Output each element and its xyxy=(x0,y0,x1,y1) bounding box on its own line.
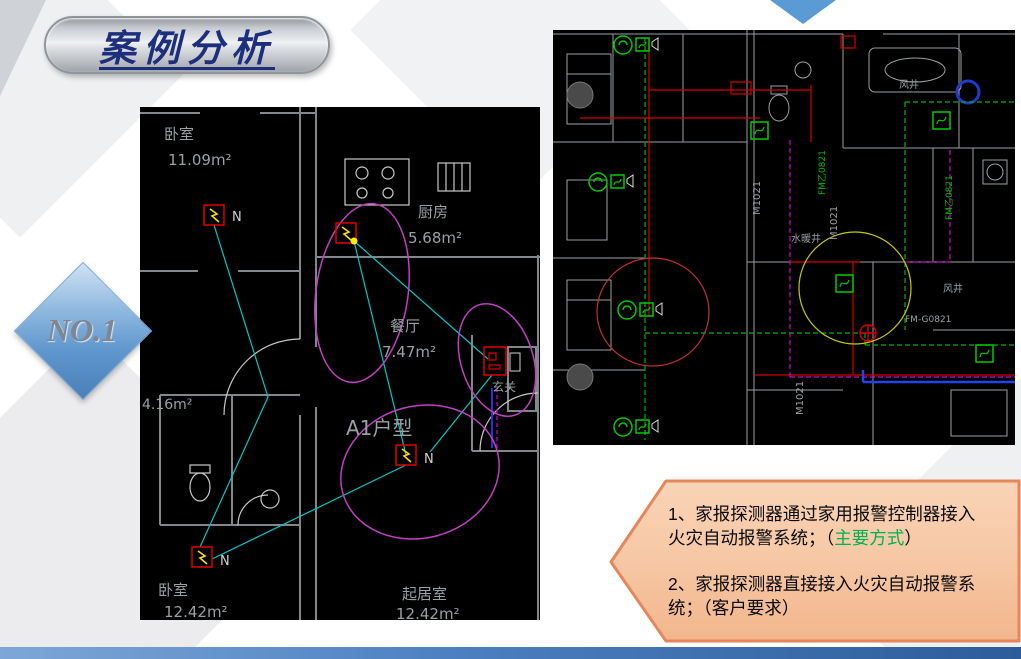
highlight-main-method: 主要方式 xyxy=(834,528,905,549)
fixtures xyxy=(566,47,1008,437)
door-tag: M1021 xyxy=(752,181,763,215)
room-area-bedroom1: 11.09m² xyxy=(168,151,232,169)
walls xyxy=(140,107,540,620)
room-label-dining: 餐厅 xyxy=(390,317,420,335)
room-area-dining: 7.47m² xyxy=(382,343,436,361)
green-circuit-lines xyxy=(644,38,1015,440)
unit-type-label: A1户型 xyxy=(346,416,412,440)
detector-tag: N xyxy=(424,452,434,467)
detector-tag: N xyxy=(220,554,230,569)
room-area-kitchen: 5.68m² xyxy=(408,229,462,247)
callout-item-1-text: 1、家报探测器通过家用报警控制器接入火灾自动报警系统；（ xyxy=(668,504,976,549)
red-highlight-circle xyxy=(596,257,710,367)
room-area-bedroom2: 12.42m² xyxy=(164,603,228,620)
callout-item-2: 2、家报探测器直接接入火灾自动报警系统；（客户要求） xyxy=(668,574,976,619)
right-floorplan-drawing: 风井 风井 水暖井 M1021 M1021 M1021 FM乙0821 FM乙0… xyxy=(553,30,1015,445)
room-label-bedroom1: 卧室 xyxy=(164,125,194,143)
valve-symbol xyxy=(859,324,877,342)
fixtures xyxy=(189,158,539,526)
fire-door-tag: FM-G0821 xyxy=(905,315,951,325)
fire-door-tag: FM乙0821 xyxy=(944,175,955,220)
page-title: 案例分析 xyxy=(99,29,275,70)
fire-door-tag: FM乙0821 xyxy=(817,150,828,195)
blue-circuit-lines xyxy=(861,370,1015,384)
zone-ellipses xyxy=(314,202,537,540)
wiring-lines xyxy=(199,224,493,560)
callout-text: 1、家报探测器通过家用报警控制器接入火灾自动报警系统；（主要方式） 2、家报探测… xyxy=(668,502,990,621)
red-circuit-lines xyxy=(580,35,1015,376)
left-floorplan-drawing: N N N 卧室 11.09m² 厨房 5.68m² 餐厅 7.47m² A1户… xyxy=(140,107,540,620)
magenta-circuit-lines xyxy=(789,140,1015,378)
diamond-label: NO.1 xyxy=(46,311,118,348)
number-diamond: NO.1 xyxy=(13,261,153,401)
bottom-bar xyxy=(0,647,1021,659)
room-label-entry: 玄关 xyxy=(492,379,516,394)
room-label-bedroom2: 卧室 xyxy=(158,581,188,599)
room-area-bath: 4.16m² xyxy=(142,397,192,413)
left-floorplan: N N N 卧室 11.09m² 厨房 5.68m² 餐厅 7.47m² A1户… xyxy=(140,107,540,620)
alarm-detector-group xyxy=(588,35,663,437)
detector-tag: N xyxy=(232,210,242,225)
right-floorplan: 风井 风井 水暖井 M1021 M1021 M1021 FM乙0821 FM乙0… xyxy=(553,30,1015,445)
callout-shape xyxy=(609,479,1021,643)
columns xyxy=(566,81,594,391)
door-tag: M1021 xyxy=(795,381,806,415)
drain-symbol xyxy=(955,79,981,105)
control-device xyxy=(483,346,521,376)
title-badge: 案例分析 xyxy=(44,16,330,74)
alarm-module xyxy=(750,111,994,363)
callout-item-1: 1、家报探测器通过家用报警控制器接入火灾自动报警系统；（主要方式） xyxy=(668,502,990,550)
callout-box: 1、家报探测器通过家用报警控制器接入火灾自动报警系统；（主要方式） 2、家报探测… xyxy=(608,478,1021,644)
yellow-highlight-circle xyxy=(798,231,912,345)
shaft-label: 风井 xyxy=(943,282,963,295)
callout-item-1-close: ） xyxy=(904,528,922,549)
shaft-label: 风井 xyxy=(899,78,919,91)
water-shaft-label: 水暖井 xyxy=(791,232,821,245)
room-label-living: 起居室 xyxy=(402,585,447,603)
top-triangle-decoration xyxy=(770,0,836,24)
room-label-kitchen: 厨房 xyxy=(418,203,448,221)
smoke-detector xyxy=(191,204,521,568)
door-tag: M1021 xyxy=(829,206,840,240)
room-area-living: 12.42m² xyxy=(396,605,460,620)
